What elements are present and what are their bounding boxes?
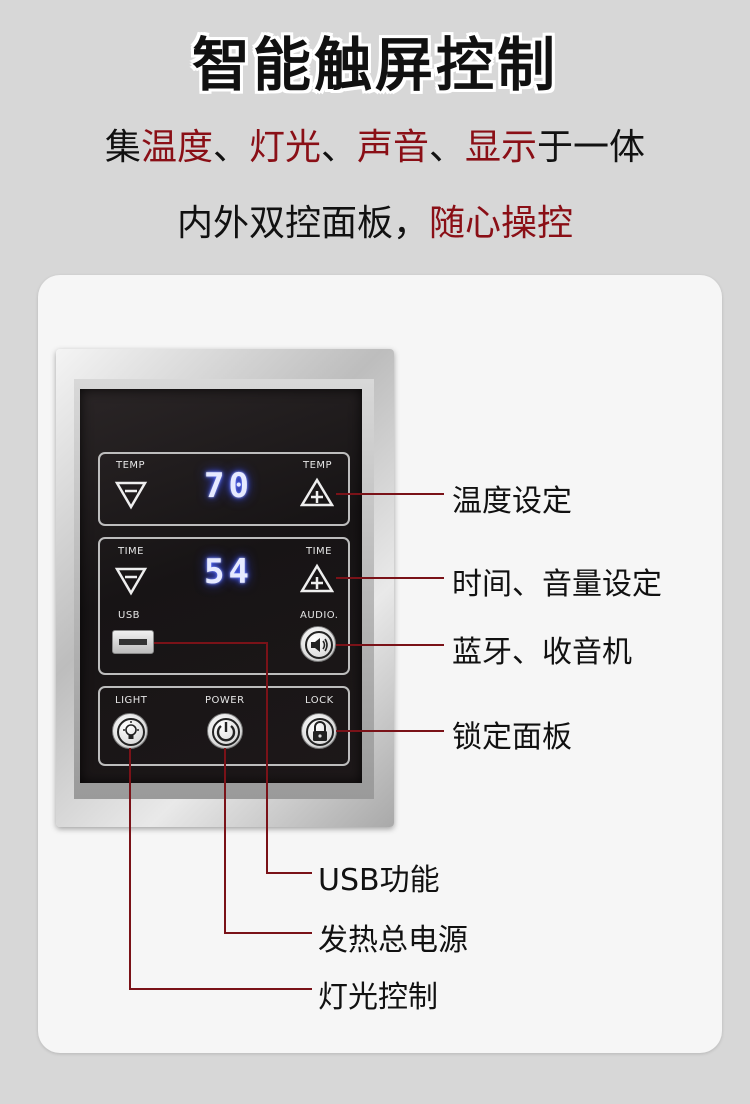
power-label: POWER (205, 695, 245, 706)
subtitle-highlight-sound: 声音 (357, 127, 430, 168)
audio-label: AUDIO. (300, 610, 339, 621)
callout-line-light-v (129, 748, 131, 990)
subtitle-sep: 、 (429, 127, 466, 168)
subtitle-highlight-light: 灯光 (248, 127, 321, 168)
temp-display: 70 (204, 466, 253, 506)
subtitle-highlight-control: 随心操控 (429, 203, 574, 244)
time-down-button[interactable] (114, 564, 148, 598)
bulb-icon (117, 718, 145, 746)
callout-line-usb-h2 (266, 872, 312, 874)
time-left-label: TIME (118, 546, 145, 557)
lock-icon (306, 718, 334, 746)
callout-line-temp (336, 493, 444, 495)
callout-lock: 锁定面板 (452, 720, 572, 755)
subtitle-highlight-display: 显示 (465, 127, 538, 168)
lock-label: LOCK (305, 695, 334, 706)
callout-line-light-h (129, 988, 312, 990)
subtitle-text: 于一体 (537, 127, 646, 168)
subtitle-control: 内外双控面板，随心操控 (0, 194, 750, 246)
callout-audio: 蓝牙、收音机 (452, 635, 632, 670)
temp-right-label: TEMP (303, 460, 333, 471)
callout-time: 时间、音量设定 (452, 567, 662, 602)
speaker-icon (305, 631, 333, 659)
usb-port-icon[interactable] (112, 630, 154, 654)
plus-triangle-icon (300, 563, 334, 593)
subtitle-sep: 、 (320, 127, 357, 168)
callout-line-lock (336, 730, 444, 732)
temp-group (98, 452, 350, 526)
minus-triangle-icon (114, 481, 148, 510)
time-display: 54 (204, 552, 253, 592)
callout-line-usb-v (266, 642, 268, 874)
callout-usb: USB功能 (318, 863, 440, 898)
subtitle-features: 集温度、灯光、声音、显示于一体 (0, 118, 750, 170)
power-button[interactable] (207, 713, 243, 749)
callout-line-power-v (224, 748, 226, 934)
time-audio-group (98, 537, 350, 675)
time-right-label: TIME (306, 546, 333, 557)
audio-button[interactable] (300, 626, 336, 662)
callout-line-usb-h1 (154, 642, 268, 644)
time-up-button[interactable] (300, 562, 334, 596)
minus-triangle-icon (114, 567, 148, 596)
temp-left-label: TEMP (116, 460, 146, 471)
temp-up-button[interactable] (300, 476, 334, 510)
callout-light: 灯光控制 (318, 980, 438, 1015)
page-title: 智能触屏控制 (191, 31, 558, 99)
usb-label: USB (118, 610, 141, 621)
subtitle-sep: 、 (212, 127, 249, 168)
callout-line-audio (336, 644, 444, 646)
light-label: LIGHT (115, 695, 148, 706)
temp-down-button[interactable] (114, 478, 148, 512)
subtitle-text: 集 (104, 127, 141, 168)
power-icon (212, 718, 240, 746)
plus-triangle-icon (300, 477, 334, 507)
subtitle-text: 内外双控面板， (176, 203, 429, 244)
callout-power: 发热总电源 (318, 923, 468, 958)
callout-temp: 温度设定 (452, 484, 572, 519)
callout-line-power-h (224, 932, 312, 934)
lock-button[interactable] (301, 713, 337, 749)
callout-line-time (336, 577, 444, 579)
subtitle-highlight-temp: 温度 (140, 127, 213, 168)
light-button[interactable] (112, 713, 148, 749)
